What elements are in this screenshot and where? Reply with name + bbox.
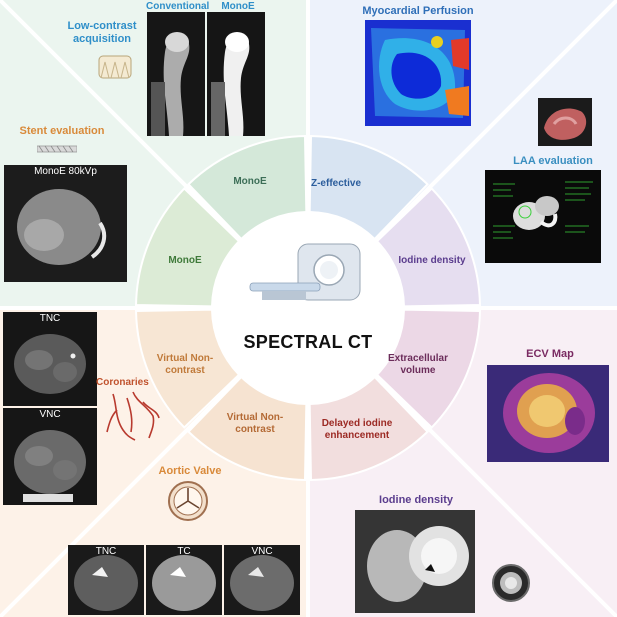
aortic-valve-icon <box>168 481 208 521</box>
laa-ct-image <box>485 170 601 263</box>
bottom-caption-0: TNC <box>95 546 117 557</box>
ring-label-z-effective: Z-effective <box>310 178 361 189</box>
monoe55-image <box>207 12 265 136</box>
center-title: SPECTRAL CT <box>243 332 373 352</box>
conventional-caption: Conventional <box>146 1 210 12</box>
device-icon <box>492 564 530 602</box>
ring-label-iodine-density: Iodine density <box>398 255 466 266</box>
laa-3d-image <box>538 98 592 146</box>
ct-scanner-icon <box>249 243 361 301</box>
ring-label-delayed-iodine: Delayed iodine enhancement <box>321 418 393 441</box>
implant-icon <box>98 55 132 79</box>
myocardial-title: Myocardial Perfusion <box>362 5 474 17</box>
ring-label-extracellular-volume: Extracellular volume <box>387 353 449 376</box>
ring-label-monoe-top: MonoE <box>233 176 267 187</box>
stent-image: MonoE 80kVp <box>4 165 127 282</box>
vnc-left-image: VNC <box>3 408 97 505</box>
bottom-tc-image: TC <box>146 545 222 615</box>
bottom-caption-1: TC <box>177 546 191 557</box>
ecv-map-image <box>487 365 609 462</box>
laa-title: LAA evaluation <box>513 155 593 167</box>
bottom-tnc-image: TNC <box>68 545 144 615</box>
myocardial-perfusion-image <box>365 20 471 126</box>
coronaries-title: Coronaries <box>96 377 149 388</box>
vnc-left-caption: VNC <box>39 409 61 420</box>
tnc-left-caption: TNC <box>39 313 61 324</box>
center-circle <box>212 212 404 404</box>
conventional-image <box>147 12 205 136</box>
iodine-density-image <box>355 510 475 613</box>
ecv-title: ECV Map <box>526 348 574 360</box>
stent-image-caption: MonoE 80kVp <box>34 166 97 177</box>
coronary-tree-icon <box>106 391 160 441</box>
low-contrast-title: Low-contrast acquisition <box>67 20 137 45</box>
bottom-vnc-image: VNC <box>224 545 300 615</box>
ring-label-vnc-bottom: Virtual Non-contrast <box>226 412 284 435</box>
bottom-caption-2: VNC <box>251 546 273 557</box>
ring-label-vnc-left: Virtual Non-contrast <box>156 353 214 376</box>
iodine-bottom-title: Iodine density <box>379 494 453 506</box>
stent-title: Stent evaluation <box>19 125 105 137</box>
aortic-title: Aortic Valve <box>158 465 222 477</box>
tnc-left-image: TNC <box>3 312 97 406</box>
ring-label-monoe-left: MonoE <box>168 255 202 266</box>
stent-icon <box>37 145 77 153</box>
